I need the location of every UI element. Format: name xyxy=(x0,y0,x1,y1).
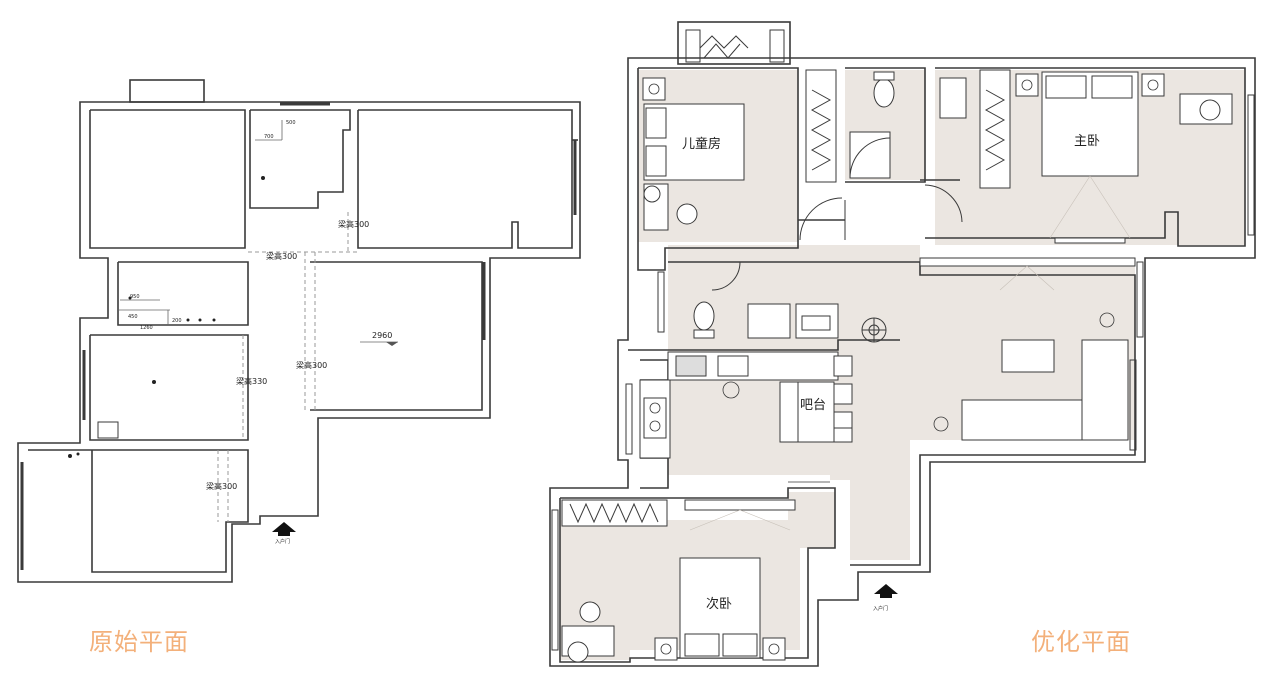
original-inner-wall xyxy=(117,261,249,326)
plant-icon xyxy=(861,317,887,343)
balcony-plant-icon xyxy=(685,29,785,63)
dimension-label: 500 xyxy=(286,120,296,126)
dimension-label: 450 xyxy=(128,314,138,320)
bedroom-tv xyxy=(684,499,796,511)
nightstands xyxy=(642,73,1165,661)
optimized-entrance-arrow-icon xyxy=(874,584,898,594)
original-dimension-arrow xyxy=(386,342,398,346)
wardrobe-hangers xyxy=(569,89,1006,524)
door-arc xyxy=(711,261,741,291)
room-label-master: 主卧 xyxy=(1074,134,1100,149)
dimension-label: 1260 xyxy=(140,325,153,331)
optimized-plan xyxy=(549,21,1256,667)
optimized-doors xyxy=(711,184,963,483)
dimension-label: 950 xyxy=(130,294,140,300)
kitchen xyxy=(639,351,853,459)
original-inner-wall xyxy=(89,334,249,441)
wardrobes xyxy=(561,69,1011,527)
beam-label: 梁高300 xyxy=(206,481,237,491)
original-plan xyxy=(17,79,581,583)
original-dimension-lines xyxy=(118,120,398,343)
beds xyxy=(643,71,1139,659)
original-entrance-arrow-icon xyxy=(272,522,296,532)
wardrobe xyxy=(805,69,837,183)
original-inner-wall xyxy=(28,449,249,573)
original-inner-wall xyxy=(357,109,573,249)
bedroom-tv xyxy=(1054,237,1126,244)
bar-counter xyxy=(779,381,799,443)
beam-label: 梁高300 xyxy=(296,360,327,370)
beam-label: 梁高300 xyxy=(338,219,369,229)
tv-cabinet xyxy=(919,257,1136,267)
original-labels: 梁高300 梁高300 梁高300 梁高330 梁高300 700 500 95… xyxy=(128,120,392,545)
original-outer-wall xyxy=(17,101,581,583)
door-arc xyxy=(799,197,843,241)
room-label-second: 次卧 xyxy=(706,596,732,612)
room-label-bar: 吧台 xyxy=(800,398,826,413)
dimension-label: 200 xyxy=(172,318,182,324)
dimension-label: 2960 xyxy=(372,331,392,340)
light-rays xyxy=(689,175,1131,531)
original-inner-wall xyxy=(89,109,246,249)
toilet xyxy=(693,301,715,331)
toilet xyxy=(873,78,895,108)
room-label-children: 儿童房 xyxy=(682,136,721,152)
wardrobe xyxy=(979,69,1011,189)
stove-burners xyxy=(649,381,740,432)
original-inner-wall xyxy=(310,261,483,411)
dimension-label: 700 xyxy=(264,134,274,140)
optimized-labels: 儿童房 主卧 吧台 次卧 入户门 xyxy=(682,134,1100,612)
sink xyxy=(747,303,791,339)
lamp-icons xyxy=(648,79,1159,655)
bathroom-fixtures xyxy=(693,71,967,339)
original-appliance xyxy=(97,421,119,439)
original-inner-wall xyxy=(249,109,351,209)
original-balcony xyxy=(129,79,205,103)
caption-optimized-plan: 优化平面 xyxy=(1031,628,1131,656)
optimized-outer-wall xyxy=(549,57,1256,667)
optimized-balcony xyxy=(677,21,791,65)
beam-label: 梁高300 xyxy=(266,251,297,261)
beam-label: 梁高330 xyxy=(236,376,267,386)
sofa xyxy=(1081,339,1129,441)
desks xyxy=(561,93,1233,663)
entrance-label: 入户门 xyxy=(275,538,290,545)
living-room xyxy=(684,237,1136,511)
original-beams xyxy=(217,212,358,522)
coffee-table xyxy=(1001,339,1055,373)
sink xyxy=(939,77,967,119)
caption-original-plan: 原始平面 xyxy=(89,628,189,656)
shower xyxy=(849,131,891,179)
original-markers xyxy=(68,176,265,458)
optimized-windows xyxy=(551,94,1255,651)
entrance-label: 入户门 xyxy=(873,605,888,612)
door-arc xyxy=(924,184,963,223)
stove xyxy=(643,397,667,439)
